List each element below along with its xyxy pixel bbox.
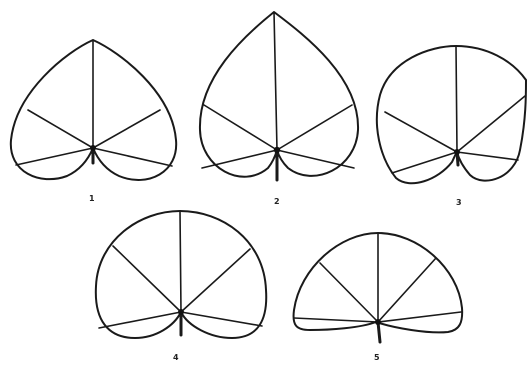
leaf-3: 3 xyxy=(377,46,526,207)
leaf-2-vein-left-lower xyxy=(202,150,277,168)
leaf-4-midrib xyxy=(180,211,181,312)
leaf-2-label: 2 xyxy=(274,197,280,206)
leaf-3-vein-left-lower xyxy=(392,152,457,173)
leaf-4-vein-left-upper xyxy=(113,246,181,312)
leaf-5-label: 5 xyxy=(374,353,380,362)
leaf-1-label: 1 xyxy=(89,194,95,203)
leaf-2: 2 xyxy=(200,12,358,206)
leaf-5-petiole xyxy=(378,322,380,342)
leaf-1-node xyxy=(90,145,96,151)
leaf-3-node xyxy=(454,149,460,155)
leaf-4-node xyxy=(178,309,184,315)
leaf-4-label: 4 xyxy=(173,353,179,362)
leaf-1-vein-left-lower xyxy=(16,148,93,165)
leaf-5-vein-left-lower xyxy=(294,318,378,322)
leaf-2-vein-right-lower xyxy=(277,150,354,168)
leaf-2-vein-right-upper xyxy=(277,105,352,150)
leaf-3-midrib xyxy=(456,46,457,152)
leaf-5: 5 xyxy=(294,233,463,362)
leaf-4: 4 xyxy=(96,211,266,362)
leaf-3-vein-left-upper xyxy=(385,112,457,152)
leaf-3-vein-right-lower xyxy=(457,152,518,160)
leaf-5-vein-left-upper xyxy=(320,263,378,322)
leaf-5-node xyxy=(375,319,381,325)
leaf-3-vein-right-upper xyxy=(457,96,525,152)
leaf-1: 1 xyxy=(11,40,176,203)
leaf-3-label: 3 xyxy=(456,198,462,207)
leaf-5-vein-right-upper xyxy=(378,258,436,322)
leaf-2-vein-left-upper xyxy=(204,105,277,150)
leaf-4-vein-right-lower xyxy=(181,312,262,326)
leaf-1-vein-right-upper xyxy=(93,110,160,148)
leaf-5-vein-right-lower xyxy=(378,312,461,322)
leaf-2-node xyxy=(274,147,280,153)
leaf-1-vein-right-lower xyxy=(93,148,172,166)
leaf-1-vein-left-upper xyxy=(28,110,93,148)
leaf-4-vein-right-upper xyxy=(181,249,250,312)
leaf-2-midrib xyxy=(274,12,277,150)
